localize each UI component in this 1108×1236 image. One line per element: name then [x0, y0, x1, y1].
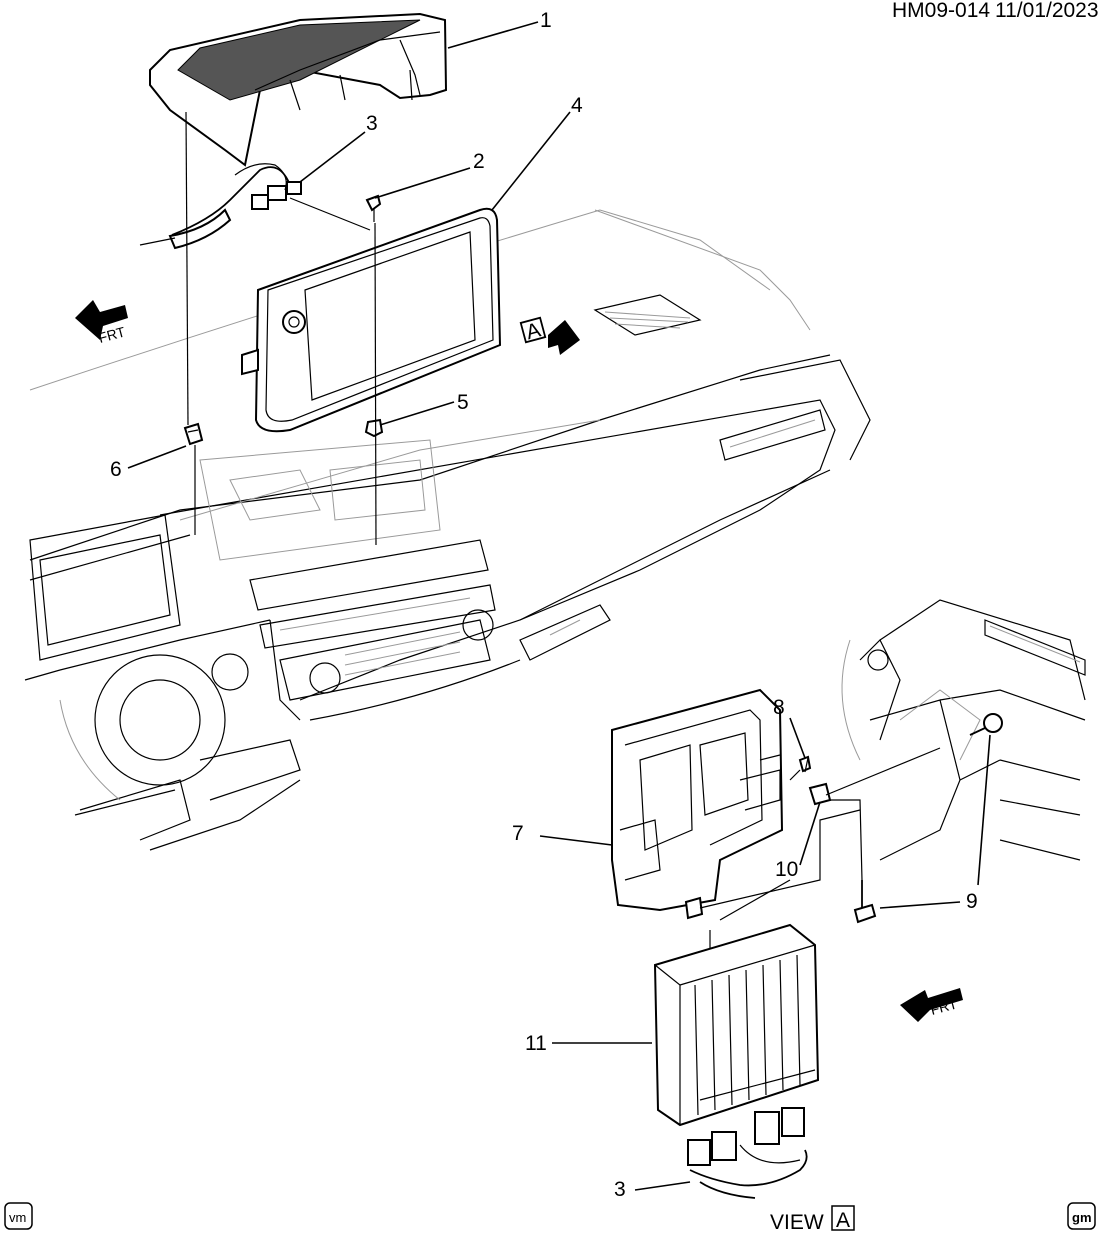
gm-badge-text: gm — [1072, 1210, 1092, 1225]
assembly-lines-right — [699, 747, 941, 955]
view-a-marker: A — [519, 316, 580, 355]
callout-8: 8 — [773, 696, 785, 719]
gm-badge: gm — [1067, 1202, 1096, 1230]
view-caption-text: VIEW — [770, 1211, 824, 1234]
callout-11: 11 — [525, 1032, 547, 1055]
vehicle-structure-inset — [841, 599, 1086, 861]
diagram-code: HM09-014 — [892, 0, 990, 22]
part-7-bracket — [611, 688, 784, 912]
part-2-screw — [365, 194, 382, 222]
part-11-module — [653, 923, 820, 1127]
callout-3-upper: 3 — [366, 112, 378, 135]
callout-leaders — [127, 21, 991, 1191]
callout-2: 2 — [473, 150, 485, 173]
callout-1: 1 — [540, 9, 552, 32]
part-3-wiring-harness-lower — [687, 1107, 808, 1199]
part-1-trim-panel — [149, 12, 448, 167]
callout-7: 7 — [512, 822, 524, 845]
vm-badge: vm — [4, 1202, 33, 1230]
part-3-wiring-harness-upper — [168, 163, 302, 250]
callout-6: 6 — [110, 458, 122, 481]
instrument-panel-outline — [24, 209, 871, 851]
assembly-lines — [139, 111, 377, 546]
vm-badge-text: vm — [9, 1210, 26, 1225]
part-4-display — [241, 207, 502, 433]
view-a-caption: VIEW A — [770, 1205, 855, 1234]
part-6-clip — [183, 422, 204, 446]
view-caption-letter: A — [836, 1209, 850, 1232]
part-8-clip — [798, 755, 812, 773]
callout-5: 5 — [457, 391, 469, 414]
callout-labels: 1 2 3 4 5 6 7 8 9 10 11 3 — [110, 9, 978, 1201]
frt-label-lower: FRT — [929, 995, 960, 1018]
callout-4: 4 — [571, 94, 583, 117]
frt-arrow-upper: FRT — [75, 300, 128, 346]
callout-9: 9 — [966, 890, 978, 913]
part-10-retainer — [684, 782, 832, 920]
frt-label-upper: FRT — [97, 323, 128, 346]
callout-10: 10 — [775, 858, 798, 881]
frt-arrow-lower: FRT — [900, 988, 963, 1022]
part-9-bolt — [853, 713, 1003, 924]
view-a-marker-letter: A — [524, 319, 543, 345]
part-5-clip — [364, 418, 384, 438]
callout-3-lower: 3 — [614, 1178, 626, 1201]
diagram-date: 11/01/2023 — [995, 0, 1099, 22]
